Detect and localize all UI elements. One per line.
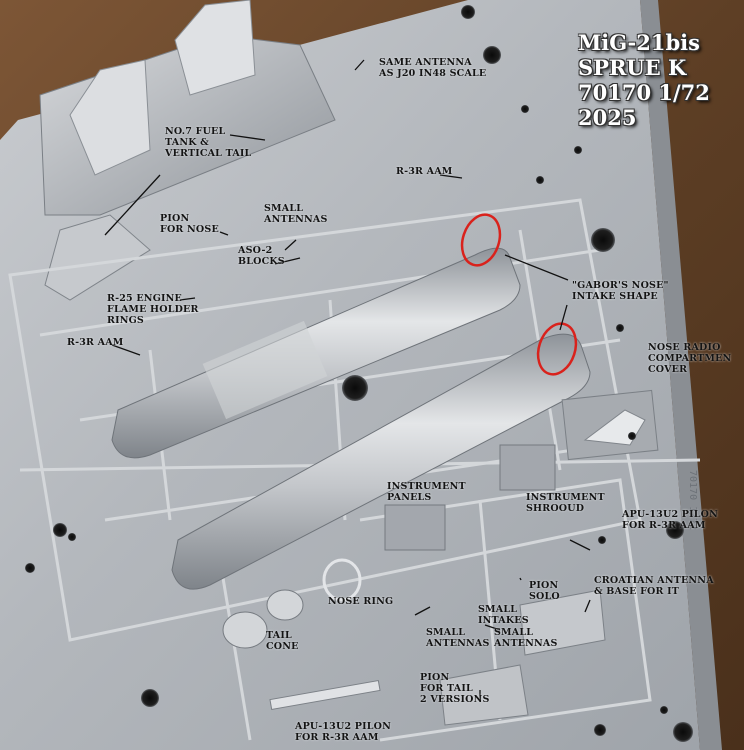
label-aso2: ASO-2 BLOCKS (238, 245, 285, 267)
label-small-intakes: SMALL INTAKES (478, 604, 529, 626)
mold-engraving-text: 70170 1/72 (687, 470, 698, 530)
highlight-circle-lower-intake (536, 322, 578, 376)
nose-ring-part (322, 558, 362, 602)
tail-cone-part-2 (266, 589, 304, 621)
fuselage-half-lower (171, 333, 591, 590)
label-gabors-nose: "GABOR'S NOSE" INTAKE SHAPE (572, 280, 669, 302)
highlight-circle-upper-intake (460, 213, 502, 267)
label-apu-right: APU-13U2 PILON FOR R-3R AAM (622, 509, 719, 531)
label-nose-radio: NOSE RADIO COMPARTMEN COVER (648, 342, 732, 375)
label-r3r-left: R-3R AAM (67, 337, 124, 348)
leader-lines (104, 59, 591, 702)
label-apu-bottom: APU-13U2 PILON FOR R-3R AAM (295, 721, 392, 743)
label-pion-solo: PION SOLO (529, 580, 560, 602)
label-small-antennas-top: SMALL ANTENNAS (264, 203, 328, 225)
vertical-tail-part (44, 214, 151, 301)
label-nose-ring: NOSE RING (328, 596, 394, 607)
label-instrument-shroud: INSTRUMENT SHROOUD (526, 492, 605, 514)
sprue-title: MiG-21bis SPRUE K 70170 1/72 2025 (578, 30, 710, 130)
label-pion-nose: PION FOR NOSE (160, 213, 219, 235)
instrument-panels-cavity (384, 504, 446, 551)
label-tail-cone: TAIL CONE (266, 630, 299, 652)
label-fuel-tank: NO.7 FUEL TANK & VERTICAL TAIL (165, 126, 252, 159)
fuel-tank-upright-right (174, 0, 256, 96)
label-croatian-antenna: CROATIAN ANTENNA & BASE FOR IT (594, 575, 714, 597)
apu-pilon-bottom (269, 679, 381, 711)
mold-plate-edge (640, 0, 722, 750)
apu-pilon-block (519, 589, 606, 656)
pion-tail-block (439, 664, 529, 726)
label-same-antenna: SAME ANTENNA AS J20 IN48 SCALE (379, 57, 487, 79)
tail-cone-part-1 (222, 611, 268, 649)
label-small-antennas-mid: SMALL ANTENNAS (426, 627, 490, 649)
label-pion-tail: PION FOR TAIL 2 VERSIONS (420, 672, 490, 705)
label-r3r-top: R-3R AAM (396, 166, 453, 177)
fuel-tank-upright-left (69, 59, 151, 176)
instrument-shroud-cavity (499, 444, 556, 491)
label-r25-engine: R-25 ENGINE FLAME HOLDER RINGS (107, 293, 199, 326)
label-instrument-panels: INSTRUMENT PANELS (387, 481, 466, 503)
mold-holes (25, 5, 693, 742)
label-small-antennas-right: SMALL ANTENNAS (494, 627, 558, 649)
